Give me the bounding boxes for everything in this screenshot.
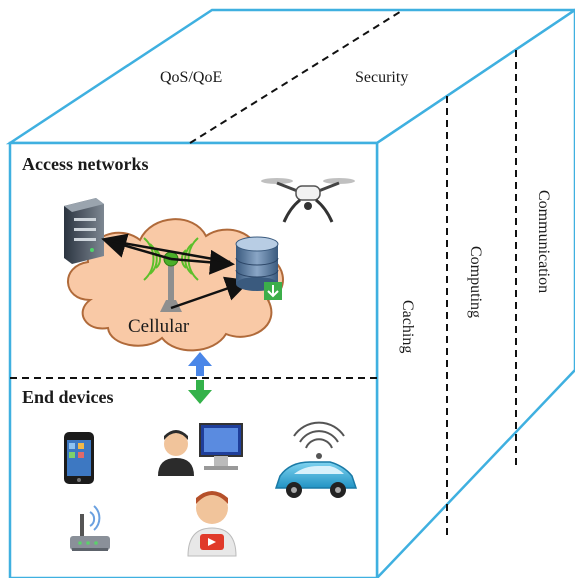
connected-car-icon <box>274 421 358 498</box>
computing-label: Computing <box>467 246 484 318</box>
top-divider <box>189 9 404 144</box>
network-links <box>101 233 251 310</box>
drone-icon <box>261 178 355 223</box>
bidirectional-arrow-icon <box>188 352 212 404</box>
database-icon <box>235 236 282 300</box>
communication-label: Communication <box>535 190 552 293</box>
caching-label: Caching <box>399 300 416 353</box>
youtube-user-icon <box>187 491 237 557</box>
security-label: Security <box>355 69 408 86</box>
access-networks-title: Access networks <box>22 154 148 174</box>
cellular-label: Cellular <box>128 316 190 337</box>
wifi-router-icon <box>70 505 110 551</box>
server-icon <box>64 198 104 264</box>
qos-qoe-label: QoS/QoE <box>160 69 222 86</box>
desktop-user-icon <box>158 423 243 476</box>
end-devices-title: End devices <box>22 387 114 407</box>
dashed-dividers <box>10 9 517 535</box>
smartphone-icon <box>64 432 94 484</box>
